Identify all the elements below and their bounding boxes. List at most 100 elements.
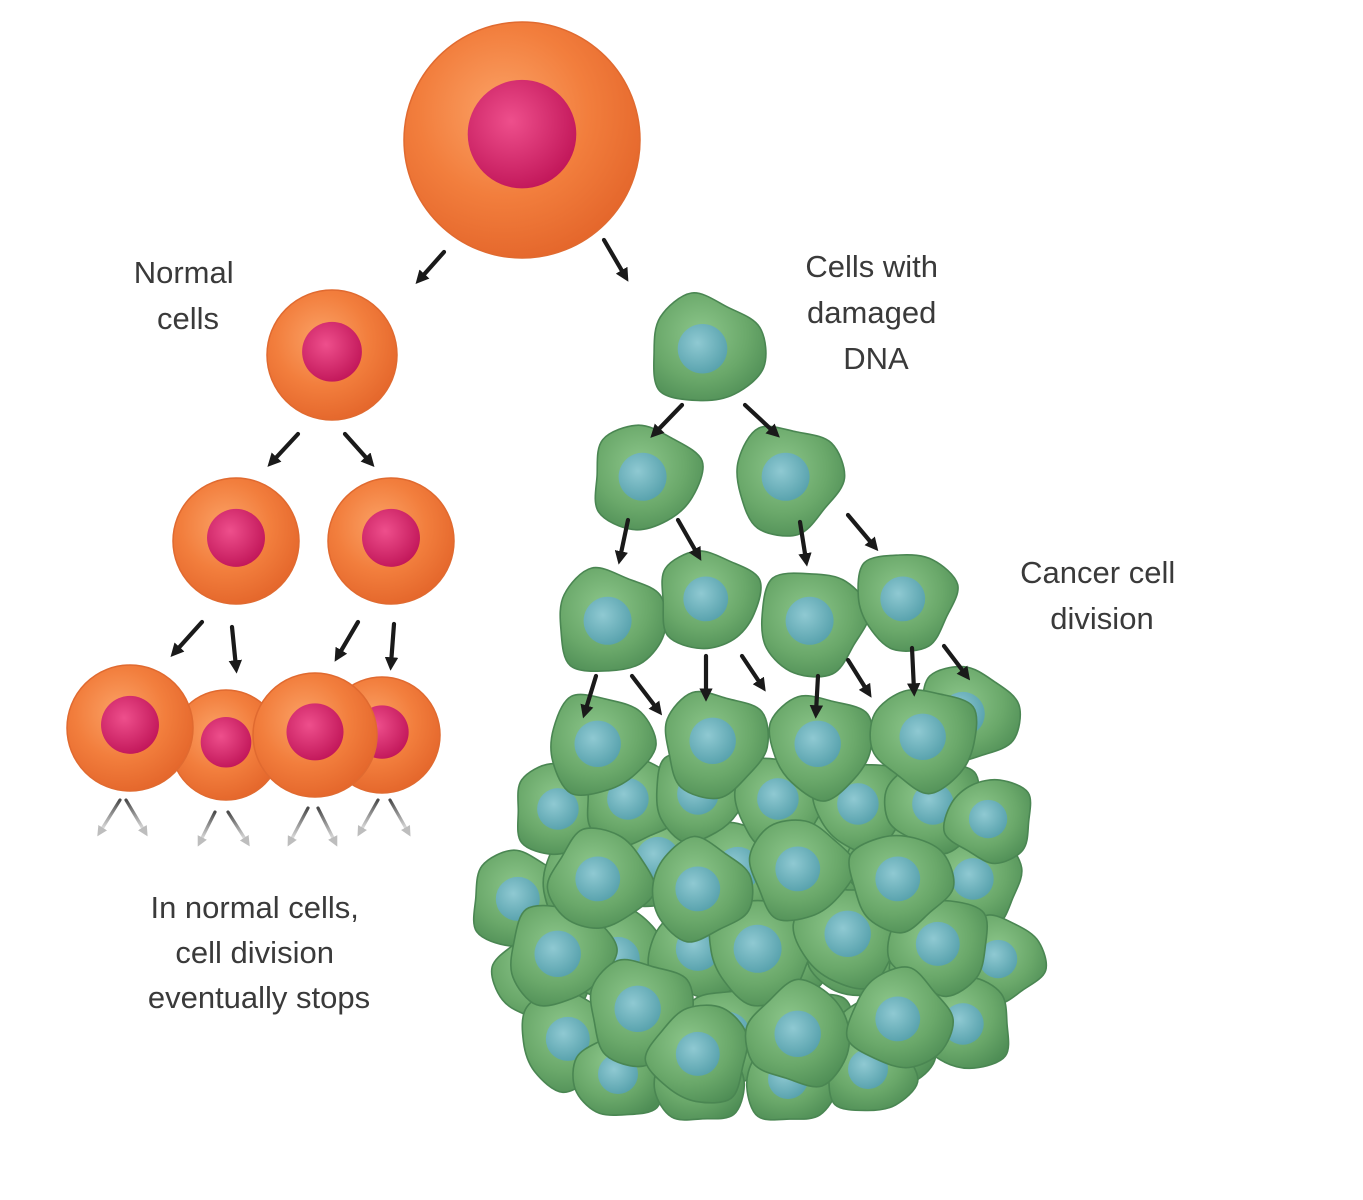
- normal-cell-gen3-3: [252, 672, 378, 798]
- normal-cell-nucleus: [302, 321, 362, 382]
- division-arrow: [739, 653, 766, 692]
- cancer-cell-nucleus: [915, 921, 960, 966]
- division-arrow: [580, 673, 599, 719]
- cancer-mass-front-cell: [708, 899, 818, 1007]
- cancer-cell-nucleus: [952, 858, 994, 900]
- label-damaged-dna-line3: DNA: [843, 341, 909, 376]
- cancer-cell-gen4-3: [768, 694, 874, 802]
- cancer-mass-front-cell: [651, 835, 754, 943]
- division-arrow: [906, 645, 921, 697]
- label-damaged-dna-line1: Cells with: [805, 249, 938, 284]
- cancer-cell-nucleus: [607, 778, 649, 820]
- fading-arrow: [124, 798, 148, 837]
- cancer-cell-gen3-1: [559, 566, 667, 673]
- fading-arrow: [287, 806, 310, 847]
- label-damaged-dna-line2: damaged: [807, 295, 936, 330]
- normal-cell-nucleus: [200, 716, 252, 768]
- cancer-cell-gen4-2: [664, 690, 770, 800]
- division-arrow: [941, 643, 971, 681]
- division-arrow: [650, 402, 685, 438]
- division-arrow: [170, 619, 205, 657]
- cancer-cell-nucleus: [583, 596, 632, 645]
- normal-cell-nucleus: [362, 508, 420, 567]
- cancer-cell-nucleus: [733, 924, 782, 973]
- fading-arrow: [316, 806, 338, 847]
- division-arrow: [675, 517, 702, 561]
- cancer-cell-nucleus: [942, 1003, 984, 1045]
- fading-arrow: [97, 798, 122, 837]
- cancer-cell-nucleus: [775, 846, 821, 892]
- label-damaged-dna: Cells with damaged DNA: [805, 249, 946, 376]
- label-normal-cells: Normal cells: [134, 255, 243, 336]
- division-arrow: [415, 249, 447, 285]
- label-cancer-cell-division: Cancer cell division: [1020, 555, 1184, 636]
- normal-cell-gen2-left: [172, 477, 300, 605]
- cancer-cell-gen3-2: [661, 550, 762, 650]
- cancer-cell-nucleus: [677, 323, 728, 374]
- cancer-cell-nucleus: [875, 856, 921, 902]
- cancer-cell-nucleus: [575, 856, 621, 902]
- division-arrow: [629, 673, 663, 716]
- label-cancer-division-line1: Cancer cell: [1020, 555, 1175, 590]
- cancer-cell-nucleus: [618, 452, 667, 501]
- cancer-cell-nucleus: [912, 783, 954, 825]
- label-division-stops-line1: In normal cells,: [150, 890, 358, 925]
- normal-cell-gen1: [266, 289, 398, 421]
- division-arrow: [228, 624, 243, 674]
- division-arrow: [809, 673, 824, 719]
- cancer-mass-front-cell: [845, 966, 954, 1069]
- cancer-cell-gen3-3: [760, 572, 871, 678]
- normal-cell-gen2-right: [327, 477, 455, 605]
- label-normal-cells-line2: cells: [157, 301, 219, 336]
- cancer-cell-nucleus: [774, 1010, 821, 1058]
- cancer-mass-front-cell: [744, 978, 851, 1088]
- cancer-cell-nucleus: [978, 939, 1018, 979]
- cancer-cell-nucleus: [899, 713, 946, 761]
- cancer-mass-front-cell: [848, 834, 955, 934]
- cancer-cell-nucleus: [545, 1016, 590, 1061]
- label-division-stops: In normal cells, cell division eventuall…: [148, 890, 370, 1015]
- division-arrow: [384, 621, 399, 671]
- fading-arrow: [226, 810, 250, 847]
- division-arrow: [614, 517, 631, 565]
- cancer-cell-gen4-1: [550, 693, 657, 797]
- division-arrow: [845, 512, 879, 552]
- cancer-cell-nucleus: [675, 1031, 720, 1076]
- cancer-cell-gen2-right: [736, 425, 846, 537]
- cancer-cell-nucleus: [675, 866, 721, 912]
- cancer-mass-front-cell: [748, 819, 857, 922]
- normal-cell-nucleus: [207, 508, 265, 567]
- label-division-stops-line3: eventually stops: [148, 980, 370, 1015]
- cancer-cell-nucleus: [683, 576, 729, 622]
- cancer-cell-gen3-4: [857, 554, 959, 652]
- fading-arrow: [357, 798, 380, 837]
- division-arrow: [342, 431, 375, 468]
- cancer-cell-mass: [472, 752, 1048, 1121]
- cancer-cell-gen2-left: [594, 424, 704, 531]
- division-arrow: [334, 619, 361, 662]
- division-arrow: [742, 402, 780, 438]
- label-normal-cells-line1: Normal: [134, 255, 234, 290]
- label-cancer-division-line2: division: [1050, 601, 1153, 636]
- normal-cell-nucleus: [101, 695, 159, 754]
- cells: [66, 21, 1022, 802]
- arrows: [97, 237, 971, 847]
- cancer-mass-front-cell: [644, 1004, 749, 1104]
- cancer-cell-nucleus: [534, 930, 581, 978]
- normal-cell-nucleus: [286, 703, 344, 761]
- normal-cell-nucleus: [467, 79, 577, 189]
- cancer-cell-nucleus: [837, 783, 879, 825]
- label-division-stops-line2: cell division: [175, 935, 334, 970]
- division-arrow: [797, 519, 812, 567]
- cancer-cell-nucleus: [537, 788, 579, 830]
- cancer-cell-gen1: [653, 292, 767, 402]
- fading-arrow: [388, 798, 411, 837]
- cancer-mass-front-cell: [510, 904, 618, 1007]
- cancer-cell-gen4-4: [869, 688, 978, 795]
- cancer-mass-front-cell: [546, 827, 656, 930]
- cancer-cell-nucleus: [875, 996, 921, 1042]
- cancer-cell-nucleus: [968, 799, 1008, 839]
- cancer-cell-nucleus: [824, 910, 871, 958]
- division-arrow: [601, 237, 629, 282]
